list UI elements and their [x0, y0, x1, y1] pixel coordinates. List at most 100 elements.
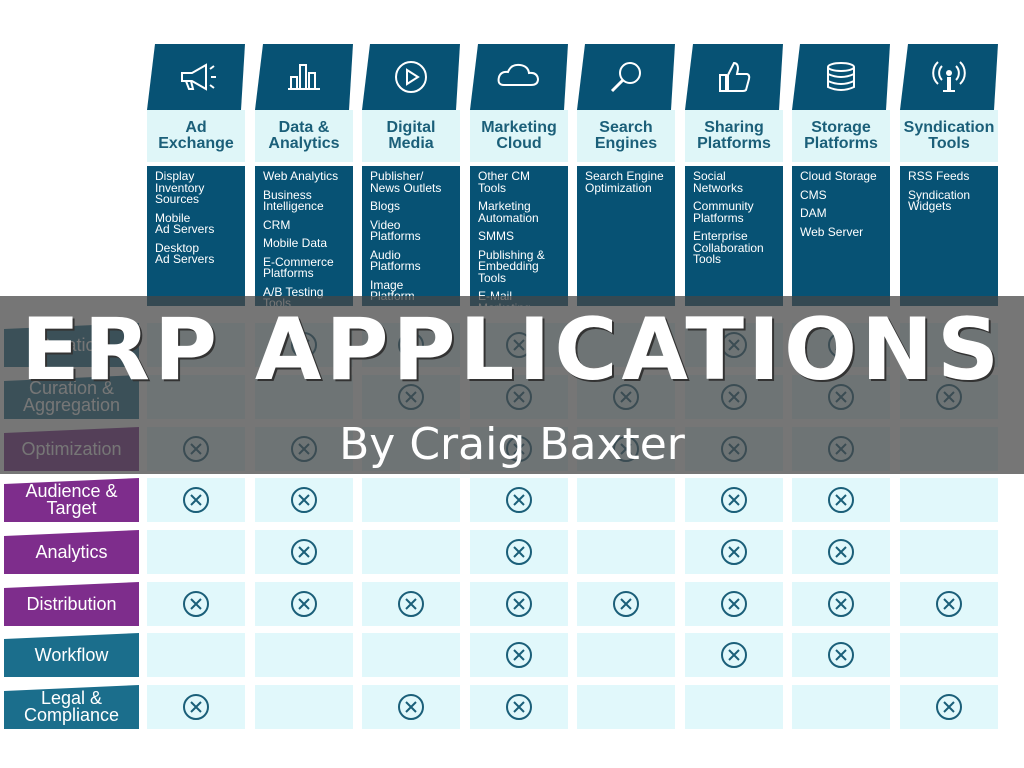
- slide-title: ERP APPLICATIONS: [20, 300, 1004, 400]
- list-item: Other CM Tools: [478, 169, 531, 195]
- list-item: RSS Feeds: [908, 169, 970, 183]
- column-title: Marketing Cloud: [470, 110, 568, 162]
- list-item: Search Engine Optimization: [585, 169, 664, 195]
- list-item: CMS: [800, 187, 827, 202]
- column-header: [792, 44, 890, 110]
- column-title: Syndication Tools: [900, 110, 998, 162]
- list-item: Web Server: [800, 224, 864, 239]
- matrix-cell: [792, 633, 890, 677]
- database-icon: [792, 44, 890, 110]
- list-item: E-Commerce Platforms: [263, 254, 334, 280]
- matrix-cell: [255, 582, 353, 626]
- matrix-cell: [900, 478, 998, 522]
- matrix-cell: [577, 478, 675, 522]
- play-icon: [362, 44, 460, 110]
- circle-x-icon: [183, 591, 209, 617]
- column-header: [685, 44, 783, 110]
- matrix-cell: [255, 633, 353, 677]
- list-item: Social Networks: [693, 169, 744, 195]
- matrix-cell: [792, 530, 890, 574]
- megaphone-icon: [147, 44, 245, 110]
- title-banner: [0, 296, 1024, 474]
- matrix-cell: [900, 633, 998, 677]
- circle-x-icon: [291, 487, 317, 513]
- matrix-cell: [147, 633, 245, 677]
- circle-x-icon: [183, 694, 209, 720]
- list-item: Blogs: [370, 199, 401, 213]
- matrix-cell: [362, 633, 460, 677]
- circle-x-icon: [506, 642, 532, 668]
- matrix-cell: [470, 633, 568, 677]
- matrix-cell: [577, 633, 675, 677]
- circle-x-icon: [721, 539, 747, 565]
- circle-x-icon: [506, 539, 532, 565]
- list-item: Enterprise Collaboration Tools: [693, 229, 764, 266]
- column-title: Sharing Platforms: [685, 110, 783, 162]
- list-item: Mobile Ad Servers: [155, 210, 215, 236]
- row-label-analytics: Analytics: [4, 530, 139, 574]
- circle-x-icon: [506, 487, 532, 513]
- matrix-cell: [470, 582, 568, 626]
- column-header: [900, 44, 998, 110]
- list-item: CRM: [263, 217, 291, 232]
- matrix-cell: [900, 582, 998, 626]
- list-item: Publisher/ News Outlets: [370, 169, 442, 195]
- row-label-workflow: Workflow: [4, 633, 139, 677]
- list-item: Desktop Ad Servers: [155, 240, 215, 266]
- matrix-cell: [685, 582, 783, 626]
- matrix-cell: [900, 530, 998, 574]
- list-item: Marketing Automation: [478, 199, 539, 225]
- matrix-cell: [362, 478, 460, 522]
- column-header: [577, 44, 675, 110]
- matrix-cell: [147, 478, 245, 522]
- circle-x-icon: [828, 539, 854, 565]
- matrix-cell: [147, 685, 245, 729]
- list-item: Web Analytics: [263, 169, 339, 183]
- column-header: [362, 44, 460, 110]
- matrix-cell: [362, 530, 460, 574]
- matrix-cell: [255, 478, 353, 522]
- circle-x-icon: [183, 487, 209, 513]
- column-header: [255, 44, 353, 110]
- circle-x-icon: [398, 694, 424, 720]
- row-label-legal-compliance: Legal & Compliance: [4, 685, 139, 729]
- matrix-cell: [900, 685, 998, 729]
- column-header: [470, 44, 568, 110]
- list-item: Publishing & Embedding Tools: [478, 247, 545, 285]
- broadcast-icon: [900, 44, 998, 110]
- list-item: SMMS: [478, 229, 514, 243]
- circle-x-icon: [936, 694, 962, 720]
- circle-x-icon: [721, 642, 747, 668]
- column-title: Ad Exchange: [147, 110, 245, 162]
- matrix-cell: [685, 478, 783, 522]
- circle-x-icon: [291, 539, 317, 565]
- bar-chart-icon: [255, 44, 353, 110]
- list-item: Video Platforms: [370, 217, 421, 243]
- matrix-cell: [147, 530, 245, 574]
- list-item: Audio Platforms: [370, 247, 421, 273]
- matrix-cell: [362, 685, 460, 729]
- row-label-distribution: Distribution: [4, 582, 139, 626]
- matrix-cell: [792, 478, 890, 522]
- circle-x-icon: [828, 642, 854, 668]
- circle-x-icon: [506, 694, 532, 720]
- list-item: Mobile Data: [263, 236, 328, 250]
- matrix-cell: [577, 530, 675, 574]
- list-item: Business Intelligence: [263, 187, 324, 213]
- circle-x-icon: [721, 487, 747, 513]
- matrix-cell: [685, 530, 783, 574]
- circle-x-icon: [936, 591, 962, 617]
